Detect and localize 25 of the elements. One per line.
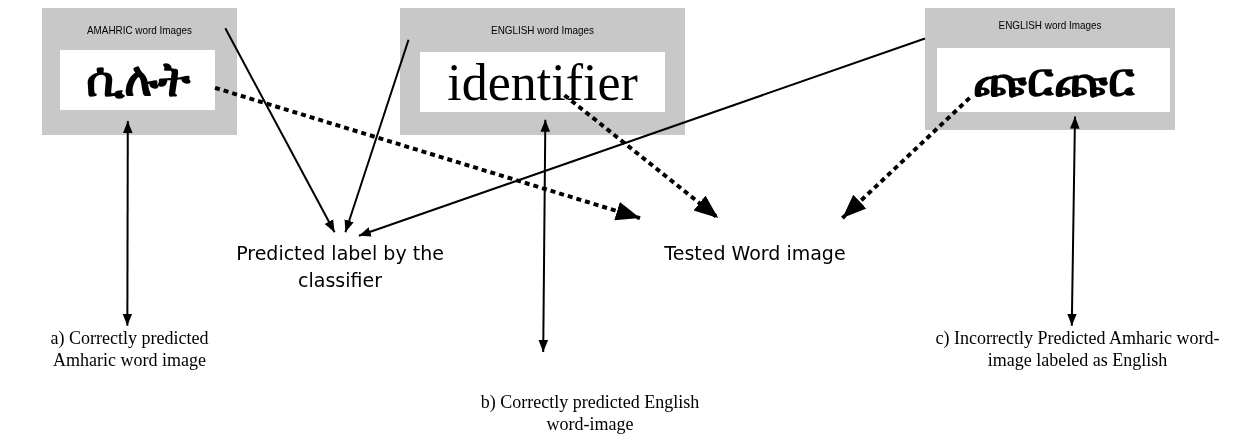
word-image [420,52,665,112]
dashed-arrow [563,93,720,220]
node-label: b) Correctly predicted English word-image [479,392,701,436]
panel-heading: ENGLISH word Images [490,24,595,36]
node-label: Tested Word image [663,241,847,266]
word-text: ጩርጩር [972,56,1135,104]
arrow [224,27,336,234]
dashed-arrow [841,96,971,220]
double-arrow [538,118,551,353]
image-panel [925,8,1175,130]
word-text: ሲሉት [85,56,190,104]
node-label: Predicted label by the classifier [235,241,445,293]
word-text: identifier [447,52,638,112]
node-label: c) Incorrectly Predicted Amharic word-image labeled as English [935,328,1220,372]
image-panel [400,8,685,135]
double-arrow [1067,115,1080,327]
node-label: a) Correctly predicted Amharic word image [49,328,210,372]
word-image [60,50,215,110]
arrow [344,38,410,234]
arrow [357,37,926,237]
panel-heading: ENGLISH word Images [997,19,1103,31]
word-image [937,48,1170,112]
image-panel [42,8,237,135]
double-arrow [122,120,133,327]
panel-heading: AMAHRIC word Images [85,24,194,36]
